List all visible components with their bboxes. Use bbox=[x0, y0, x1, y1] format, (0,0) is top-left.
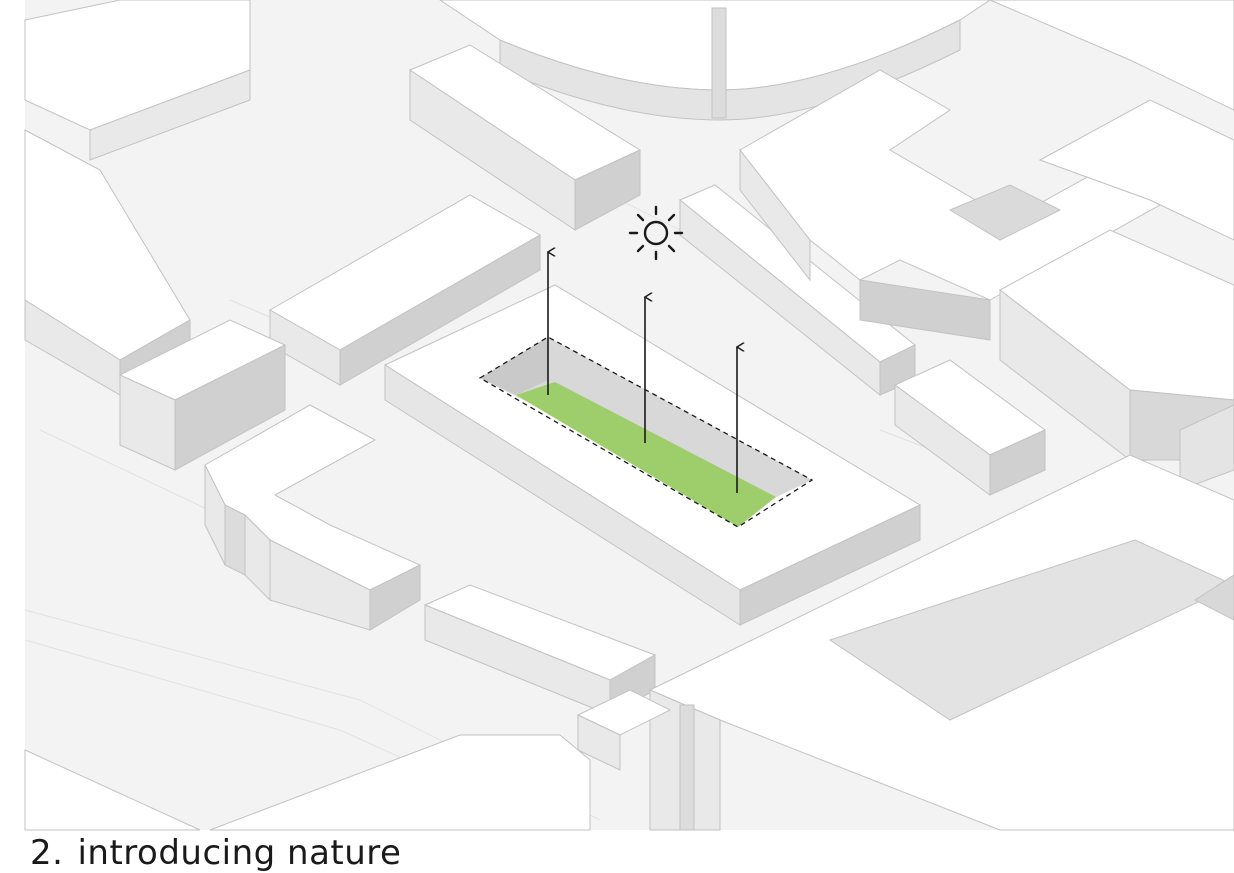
diagram-caption: 2. introducing nature bbox=[30, 836, 401, 870]
caption-number: 2. bbox=[30, 833, 63, 873]
caption-text: introducing nature bbox=[77, 833, 401, 873]
